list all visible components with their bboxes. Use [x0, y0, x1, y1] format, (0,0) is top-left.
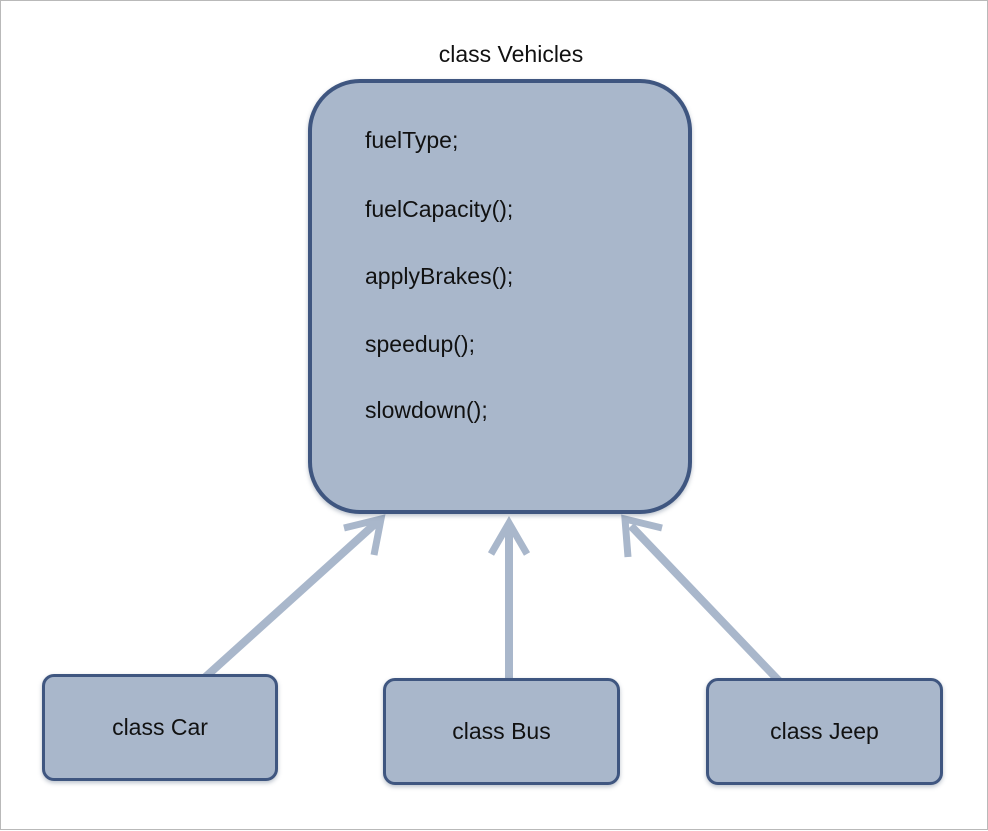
child-class-car: class Car [42, 674, 278, 781]
child-class-label: class Bus [452, 718, 551, 744]
member-item: slowdown(); [365, 397, 488, 423]
arrow-car-to-vehicles [198, 514, 386, 684]
member-item: speedup(); [365, 331, 475, 357]
member-item: fuelCapacity(); [365, 196, 514, 222]
parent-class-box: fuelType; fuelCapacity(); applyBrakes();… [308, 79, 692, 514]
member-item: applyBrakes(); [365, 263, 514, 289]
child-class-bus: class Bus [383, 678, 620, 785]
parent-class-title: class Vehicles [438, 41, 584, 67]
child-class-label: class Jeep [770, 718, 879, 744]
arrow-jeep-to-vehicles [621, 514, 784, 686]
member-item: fuelType; [365, 127, 459, 153]
child-class-label: class Car [112, 714, 208, 740]
arrow-bus-to-vehicles [487, 516, 531, 681]
child-class-jeep: class Jeep [706, 678, 943, 785]
